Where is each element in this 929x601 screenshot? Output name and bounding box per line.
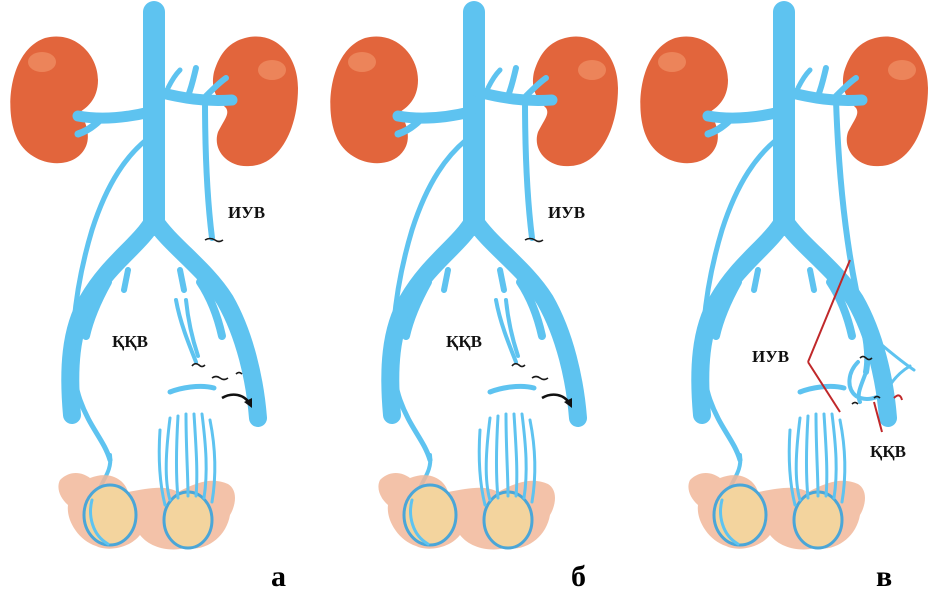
panel-letter-c: в — [876, 560, 892, 593]
panel-letter-a: а — [271, 560, 286, 593]
panel-b: ИУВ ҚҚВ б — [330, 12, 618, 593]
label-iuv-b: ИУВ — [548, 203, 585, 222]
label-iuv-a: ИУВ — [228, 203, 265, 222]
panel-a: ИУВ ҚҚВ а — [10, 12, 298, 593]
panel-letter-b: б — [571, 560, 586, 593]
label-kkv-c: ҚҚВ — [870, 442, 906, 461]
label-kkv-a: ҚҚВ — [112, 332, 148, 351]
panel-c: ИУВ ҚҚВ в — [640, 12, 928, 593]
label-iuv-c: ИУВ — [752, 347, 789, 366]
label-kkv-b: ҚҚВ — [446, 332, 482, 351]
